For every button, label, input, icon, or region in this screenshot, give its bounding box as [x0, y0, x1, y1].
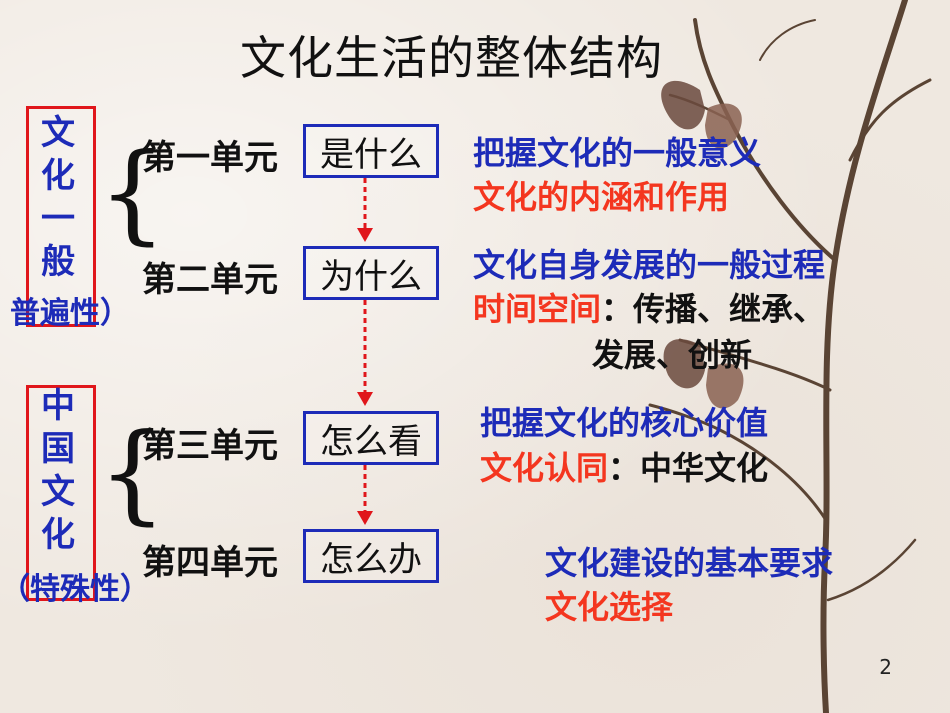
question-box-4: 怎么办	[303, 529, 439, 583]
detail-2-line1: 文化自身发展的一般过程	[473, 246, 826, 284]
group-char: 中	[41, 386, 75, 426]
detail-3-line1: 把握文化的核心价值	[480, 404, 769, 442]
arrow-down-2	[357, 300, 373, 406]
unit-label-4: 第四单元	[142, 543, 278, 583]
detail-2-line2: 时间空间：传播、继承、	[473, 284, 825, 330]
group-label-general: 文 化 一 般	[38, 112, 78, 284]
brace-bottom: {	[98, 411, 167, 536]
group-label-china: 中 国 文 化	[38, 385, 78, 557]
detail-1-line2: 文化的内涵和作用	[473, 178, 730, 216]
group-char: 国	[41, 429, 75, 469]
question-box-3: 怎么看	[303, 411, 439, 465]
group-box-general	[26, 106, 96, 327]
group-char: 文	[41, 472, 75, 512]
question-box-2: 为什么	[303, 246, 439, 300]
detail-1-line1: 把握文化的一般意义	[473, 134, 762, 172]
detail-4-line1: 文化建设的基本要求	[545, 544, 834, 582]
unit-label-3: 第三单元	[142, 426, 278, 466]
unit-label-1: 第一单元	[142, 138, 278, 178]
detail-3-line2-red: 文化认同	[480, 449, 609, 487]
detail-3-line2: 文化认同：中华文化	[480, 443, 768, 489]
group-sub-china: （特殊性）	[0, 572, 150, 607]
detail-2-line3: 发展、创新	[592, 336, 753, 374]
arrow-down-1	[357, 178, 373, 242]
arrow-down-3	[357, 465, 373, 525]
group-sub-general: 普遍性）	[10, 296, 130, 331]
group-char: 文	[41, 113, 75, 153]
group-char: 化	[41, 515, 75, 555]
group-char: 化	[41, 156, 75, 196]
detail-4-line2: 文化选择	[545, 588, 674, 626]
butterfly-bottom	[663, 339, 744, 409]
butterfly-top	[661, 80, 742, 149]
group-char: 一	[41, 199, 75, 239]
unit-label-2: 第二单元	[142, 260, 278, 300]
detail-3-line2-black: ：中华文化	[608, 449, 769, 487]
brace-top: {	[98, 131, 167, 256]
question-box-1: 是什么	[303, 124, 439, 178]
detail-2-line2-black: ：传播、继承、	[601, 290, 826, 328]
page-title: 文化生活的整体结构	[240, 31, 663, 85]
group-char: 般	[41, 242, 75, 282]
page-number: 2	[879, 655, 892, 679]
detail-2-line2-red: 时间空间	[473, 290, 602, 328]
group-box-china	[26, 385, 96, 601]
